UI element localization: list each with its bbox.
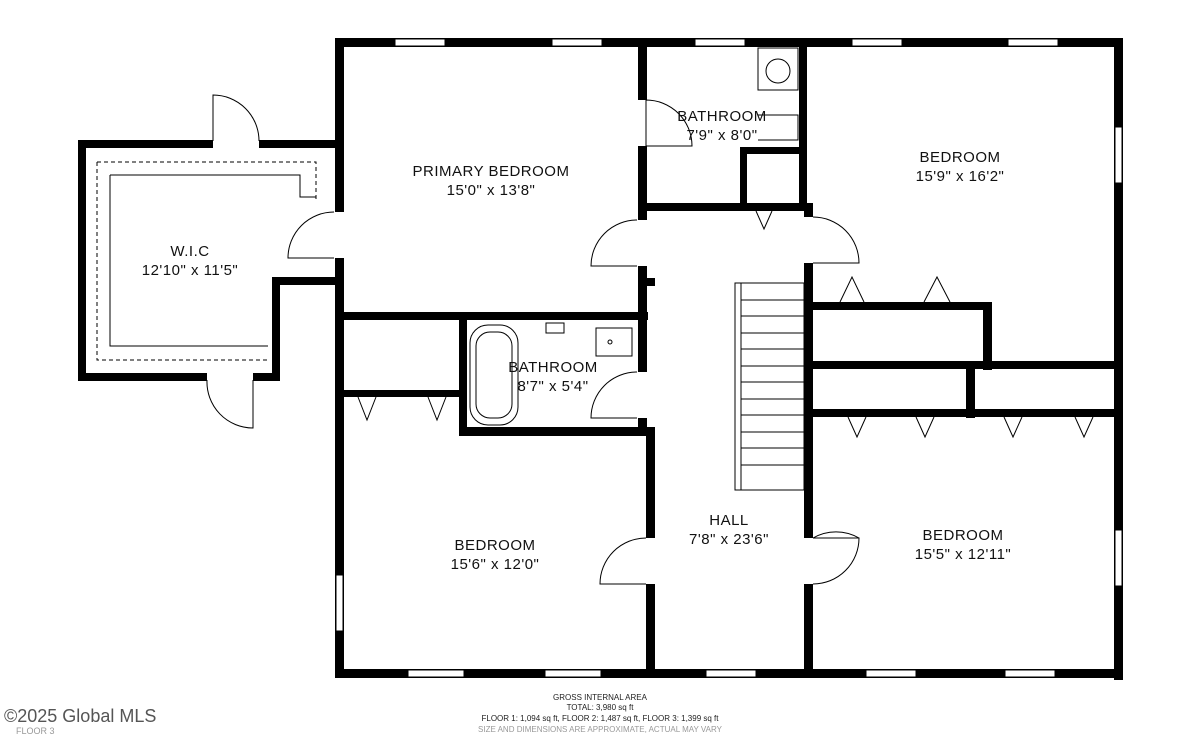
room-dims-bedroom-se: 15'5" x 12'11" [915,546,1012,563]
room-dims-bedroom-sw: 15'6" x 12'0" [451,556,540,573]
doors [206,94,1094,585]
area-summary: GROSS INTERNAL AREA TOTAL: 3,980 sq ft F… [478,693,723,734]
watermark: ©2025 Global MLS [4,706,156,726]
room-name-bedroom-sw: BEDROOM [454,537,535,554]
room-dims-bathroom-mid: 8'7" x 5'4" [517,378,588,395]
room-dims-hall: 7'8" x 23'6" [689,531,769,548]
room-dims-bathroom-top: 7'9" x 8'0" [686,127,757,144]
room-name-bathroom-mid: BATHROOM [508,359,598,376]
fixtures [96,47,805,491]
footer-total: TOTAL: 3,980 sq ft [567,703,635,712]
room-labels: PRIMARY BEDROOM 15'0" x 13'8" BATHROOM 7… [142,108,1012,573]
room-name-primary-bedroom: PRIMARY BEDROOM [413,163,570,180]
room-dims-primary-bedroom: 15'0" x 13'8" [447,182,536,199]
room-name-bathroom-top: BATHROOM [677,108,767,125]
room-dims-bedroom-ne: 15'9" x 16'2" [916,168,1005,185]
room-dims-wic: 12'10" x 11'5" [142,262,239,279]
room-name-bedroom-se: BEDROOM [922,527,1003,544]
footer-disclaimer: SIZE AND DIMENSIONS ARE APPROXIMATE, ACT… [478,725,723,734]
room-name-bedroom-ne: BEDROOM [919,149,1000,166]
room-name-hall: HALL [709,512,749,529]
room-name-wic: W.I.C [170,243,209,260]
footer-floors: FLOOR 1: 1,094 sq ft, FLOOR 2: 1,487 sq … [482,714,720,723]
floor-label: FLOOR 3 [16,726,55,736]
windows [335,38,1123,678]
footer-title: GROSS INTERNAL AREA [553,693,648,702]
